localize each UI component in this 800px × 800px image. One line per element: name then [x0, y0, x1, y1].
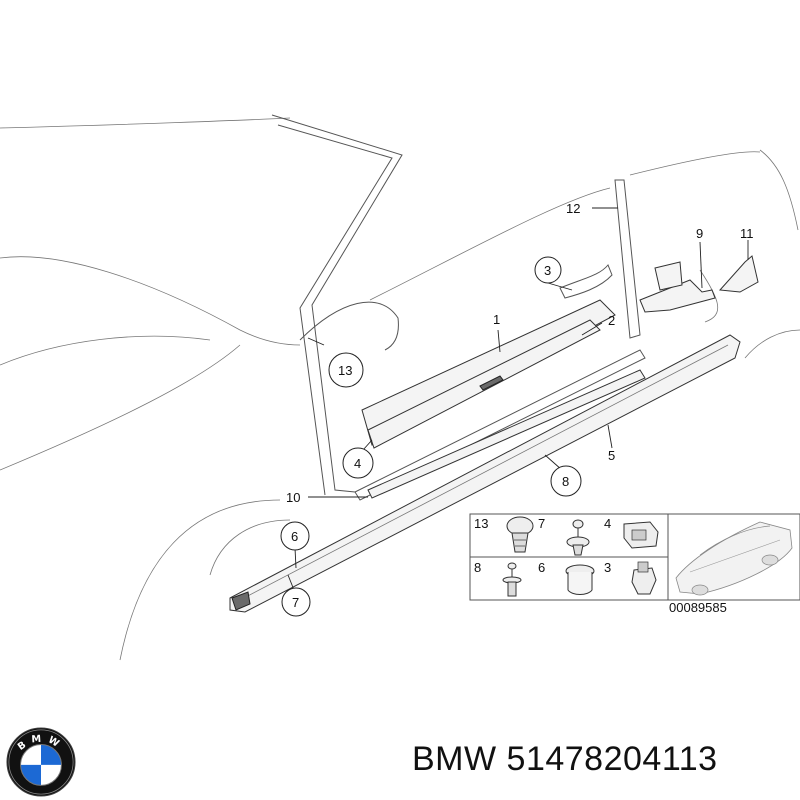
clip-3-icon	[631, 561, 657, 595]
svg-text:13: 13	[338, 363, 352, 378]
inset-label-3: 3	[604, 560, 611, 575]
car-body-outline	[0, 117, 800, 661]
svg-text:8: 8	[562, 474, 569, 489]
part-number: 51478204113	[506, 740, 718, 778]
clip-4-icon	[623, 521, 659, 549]
clip-7-icon	[566, 519, 590, 556]
fastener-inset: 13 7 4 8 6 3	[469, 513, 800, 615]
inset-label-6: 6	[538, 560, 545, 575]
callout-7: 7	[281, 587, 311, 617]
callout-1: 1	[493, 312, 500, 327]
svg-text:7: 7	[292, 595, 299, 610]
drawing-number: 00089585	[669, 600, 727, 615]
car-thumbnail-icon	[675, 521, 793, 596]
svg-text:10: 10	[286, 490, 300, 505]
callout-6: 6	[280, 521, 310, 551]
svg-text:4: 4	[354, 456, 361, 471]
inset-label-13: 13	[474, 516, 488, 531]
svg-text:2: 2	[608, 313, 615, 328]
bracket-parts	[639, 255, 759, 313]
callout-5: 5	[608, 448, 615, 463]
sill-seal-strip	[367, 369, 646, 499]
bmw-logo: BMW	[6, 727, 76, 797]
svg-text:5: 5	[608, 448, 615, 463]
callout-10: 10	[286, 490, 300, 505]
svg-text:1: 1	[493, 312, 500, 327]
svg-text:6: 6	[291, 529, 298, 544]
callout-8: 8	[550, 465, 582, 497]
brand-name: BMW	[412, 740, 497, 778]
svg-text:11: 11	[740, 226, 754, 241]
parts-diagram: 12 3 1 2 9 11 13 4 10 5 8 6 7	[0, 114, 800, 661]
part-caption: BMW 51478204113	[412, 740, 718, 779]
callout-9: 9	[696, 226, 703, 241]
callout-3: 3	[534, 256, 562, 284]
screw-8-icon	[502, 562, 522, 597]
callout-2: 2	[608, 313, 615, 328]
grommet-6-icon	[565, 564, 595, 595]
inset-label-8: 8	[474, 560, 481, 575]
callout-11: 11	[740, 226, 754, 241]
inset-label-7: 7	[538, 516, 545, 531]
svg-text:9: 9	[696, 226, 703, 241]
door-frame	[271, 114, 646, 501]
inset-label-4: 4	[604, 516, 611, 531]
rocker-panel	[229, 334, 741, 613]
door-sill-strip	[361, 264, 616, 449]
svg-text:3: 3	[544, 263, 551, 278]
callout-4: 4	[342, 447, 374, 479]
callout-12: 12	[566, 201, 580, 216]
clip-13-icon	[506, 516, 534, 553]
svg-text:12: 12	[566, 201, 580, 216]
callout-13: 13	[328, 352, 364, 388]
